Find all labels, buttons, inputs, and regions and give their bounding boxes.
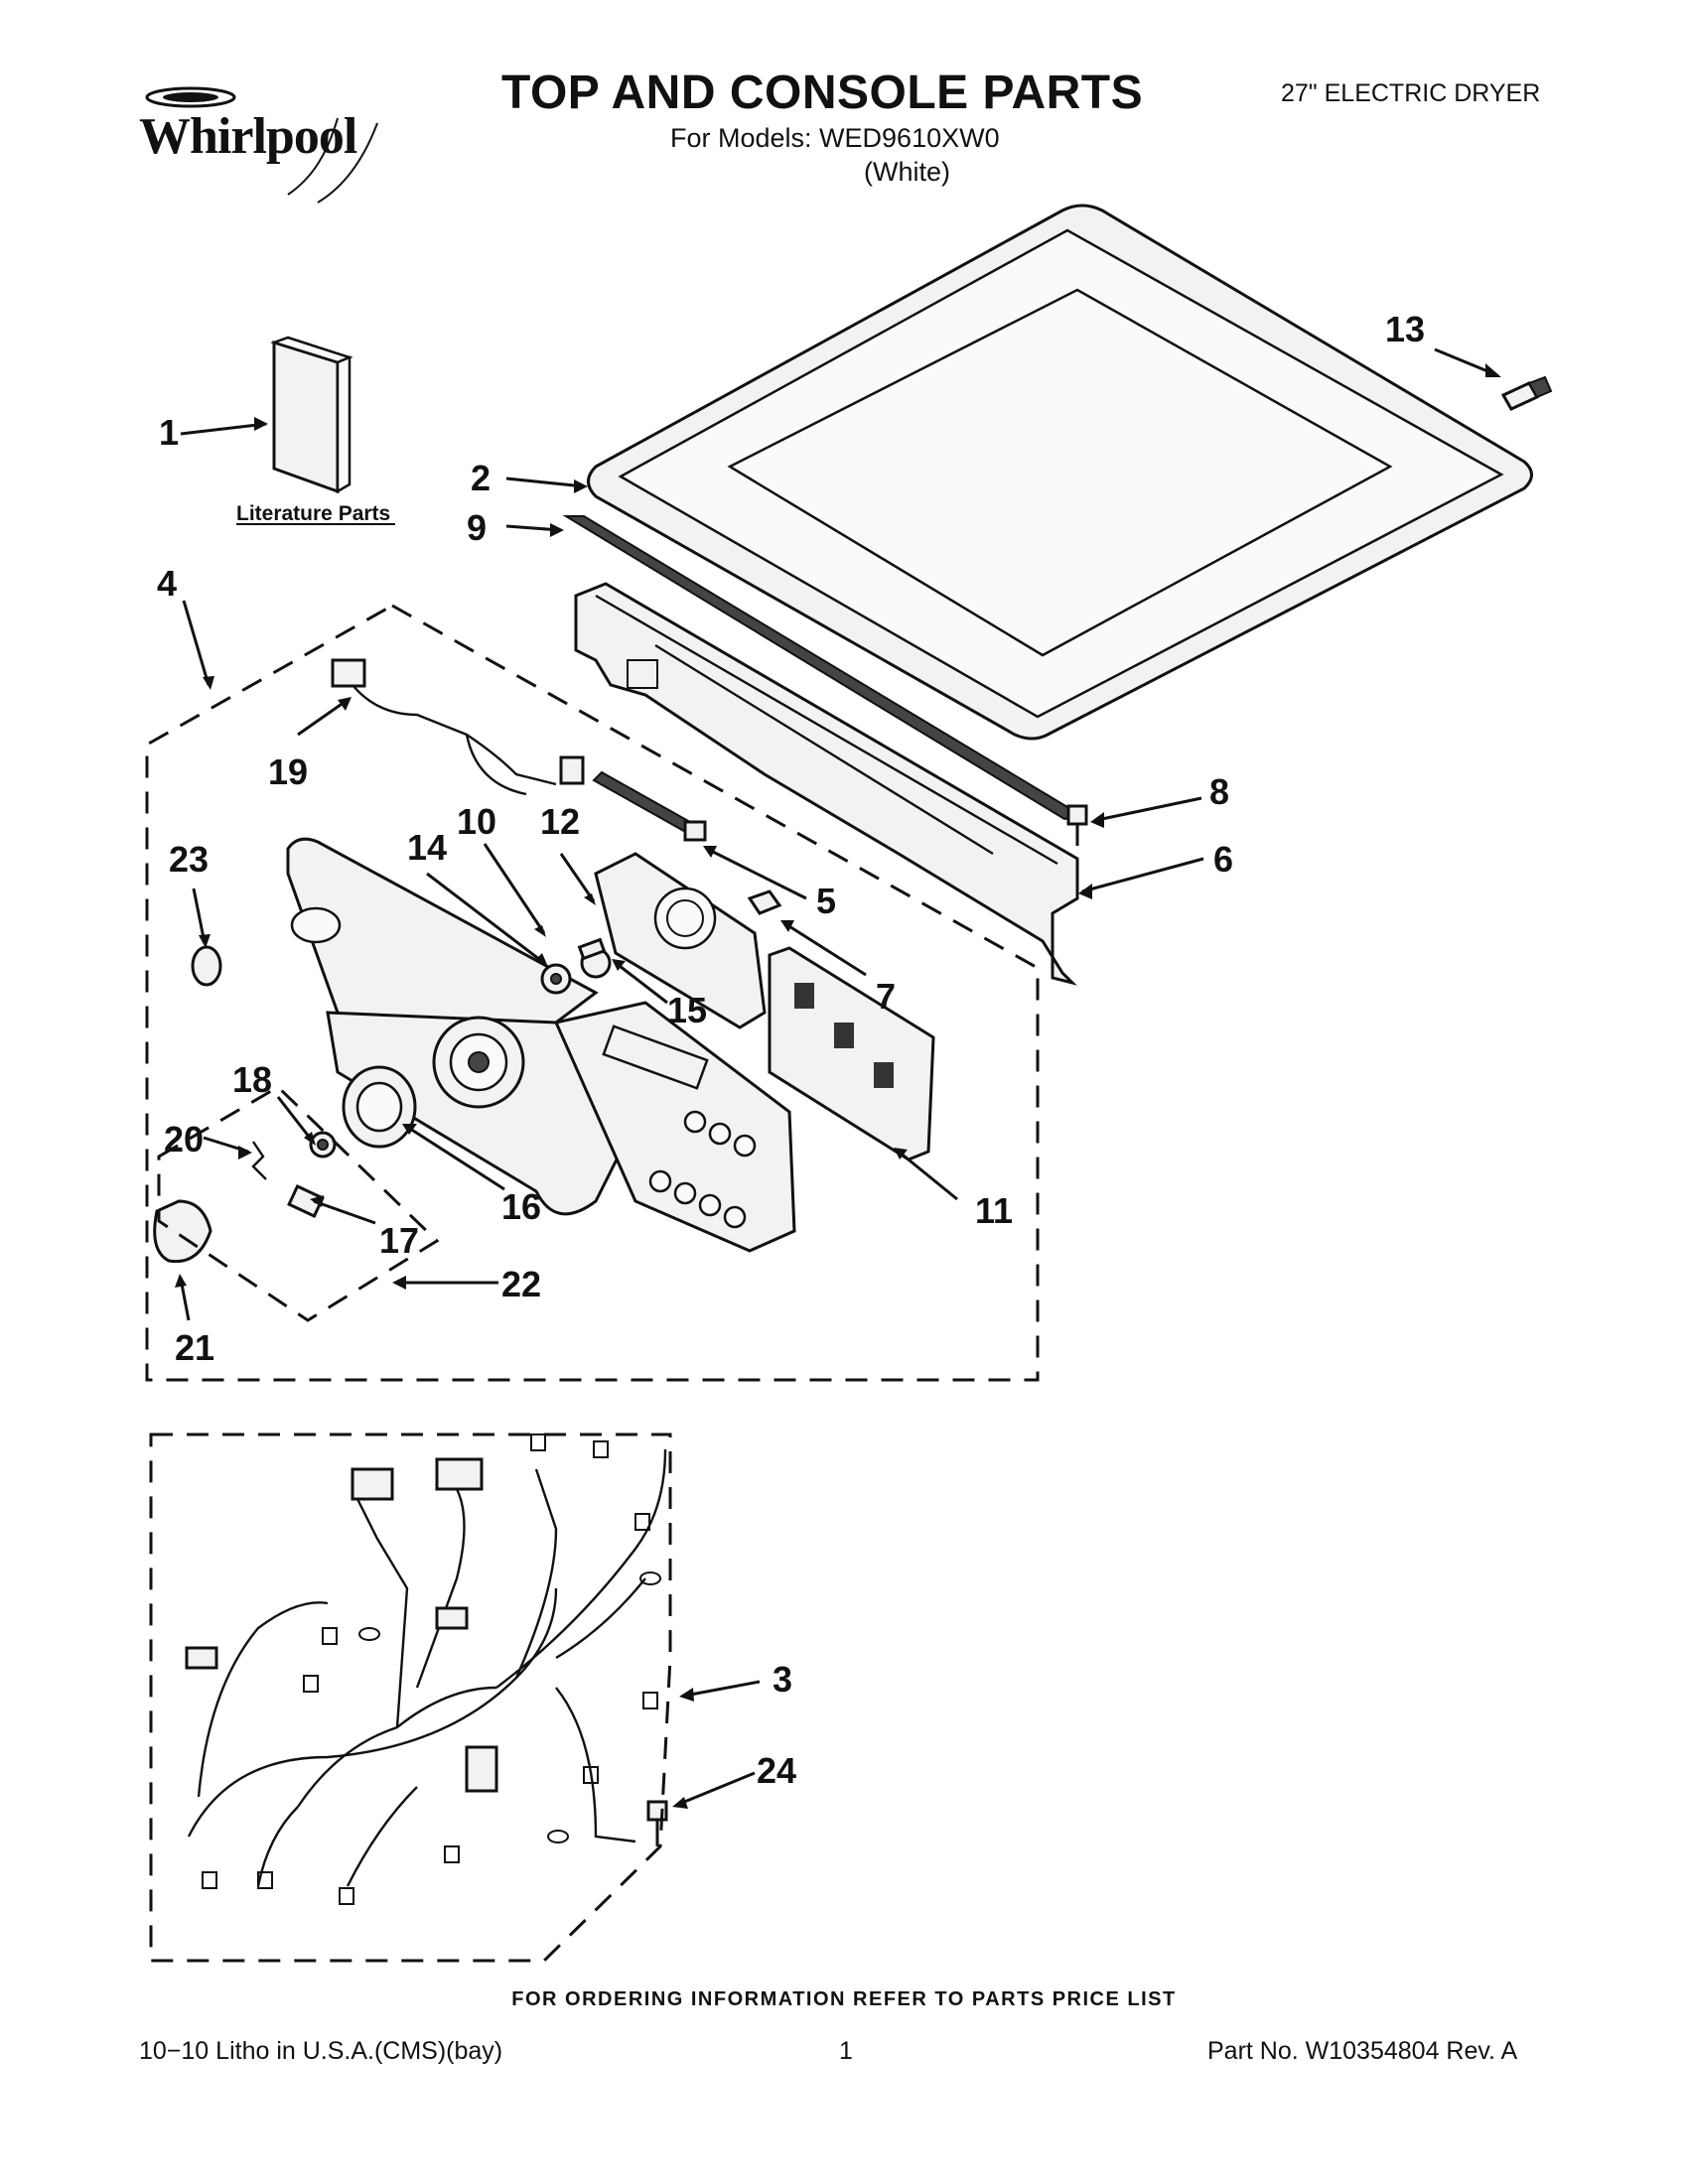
callout-23: 23 bbox=[169, 839, 209, 880]
cable-tie bbox=[592, 770, 707, 842]
literature-booklet bbox=[270, 336, 353, 494]
lens-23 bbox=[191, 945, 222, 987]
callout-12: 12 bbox=[540, 801, 580, 842]
litho-info: 10−10 Litho in U.S.A.(CMS)(bay) bbox=[139, 2037, 503, 2065]
control-housing bbox=[594, 852, 767, 1029]
harness-boundary bbox=[149, 1433, 672, 1963]
model-color: (White) bbox=[864, 157, 950, 187]
bezel-ring-16 bbox=[342, 1065, 417, 1149]
callout-10: 10 bbox=[457, 801, 496, 842]
callout-20: 20 bbox=[164, 1119, 204, 1160]
callout-22: 22 bbox=[501, 1264, 541, 1304]
console-harness bbox=[331, 658, 585, 796]
callout-5: 5 bbox=[816, 881, 836, 921]
encoder-14 bbox=[540, 963, 572, 995]
brand-wordmark: Whirlpool bbox=[139, 108, 357, 165]
callout-3: 3 bbox=[773, 1659, 792, 1700]
spring-20 bbox=[251, 1141, 267, 1180]
callout-7: 7 bbox=[876, 976, 896, 1017]
screw-13 bbox=[1500, 375, 1553, 411]
main-wire-harness bbox=[185, 1433, 667, 1905]
page-number: 1 bbox=[839, 2037, 853, 2065]
callout-1: 1 bbox=[159, 412, 179, 453]
bracket-7 bbox=[747, 889, 782, 915]
callout-24: 24 bbox=[757, 1750, 796, 1791]
knob-subassembly-boundary bbox=[157, 1085, 440, 1322]
console-assembly-boundary bbox=[145, 604, 1040, 1382]
callout-21: 21 bbox=[175, 1327, 214, 1368]
console-bracket bbox=[574, 582, 1079, 986]
callout-16: 16 bbox=[501, 1186, 541, 1227]
callout-18: 18 bbox=[232, 1059, 272, 1100]
callout-4: 4 bbox=[157, 563, 177, 604]
callout-17: 17 bbox=[379, 1220, 419, 1261]
callout-9: 9 bbox=[467, 507, 487, 548]
callout-2: 2 bbox=[471, 458, 491, 498]
lamp-17 bbox=[287, 1184, 325, 1218]
ground-screw bbox=[646, 1800, 668, 1846]
screw-8 bbox=[1066, 804, 1088, 846]
whirlpool-logo bbox=[145, 86, 378, 204]
callout-8: 8 bbox=[1209, 771, 1229, 812]
callout-6: 6 bbox=[1213, 839, 1233, 880]
knob-shaft-10 bbox=[577, 937, 607, 961]
ordering-info-note: FOR ORDERING INFORMATION REFER TO PARTS … bbox=[511, 1988, 1177, 2010]
ui-board bbox=[768, 946, 935, 1161]
top-panel bbox=[587, 204, 1533, 741]
callout-15: 15 bbox=[667, 990, 707, 1030]
console-panel bbox=[286, 837, 796, 1253]
page-title: TOP AND CONSOLE PARTS bbox=[501, 67, 1144, 119]
callout-11: 11 bbox=[975, 1190, 1013, 1231]
knob-21 bbox=[153, 1199, 212, 1264]
literature-parts-label: Literature Parts bbox=[236, 502, 390, 525]
switch-18 bbox=[309, 1131, 337, 1159]
callout-19: 19 bbox=[268, 751, 308, 792]
document-part-number: Part No. W10354804 Rev. A bbox=[1207, 2037, 1518, 2065]
model-number: For Models: WED9610XW0 bbox=[670, 123, 1000, 153]
product-type: 27" ELECTRIC DRYER bbox=[1281, 79, 1541, 107]
callout-14: 14 bbox=[407, 827, 447, 868]
callout-13: 13 bbox=[1385, 309, 1425, 349]
